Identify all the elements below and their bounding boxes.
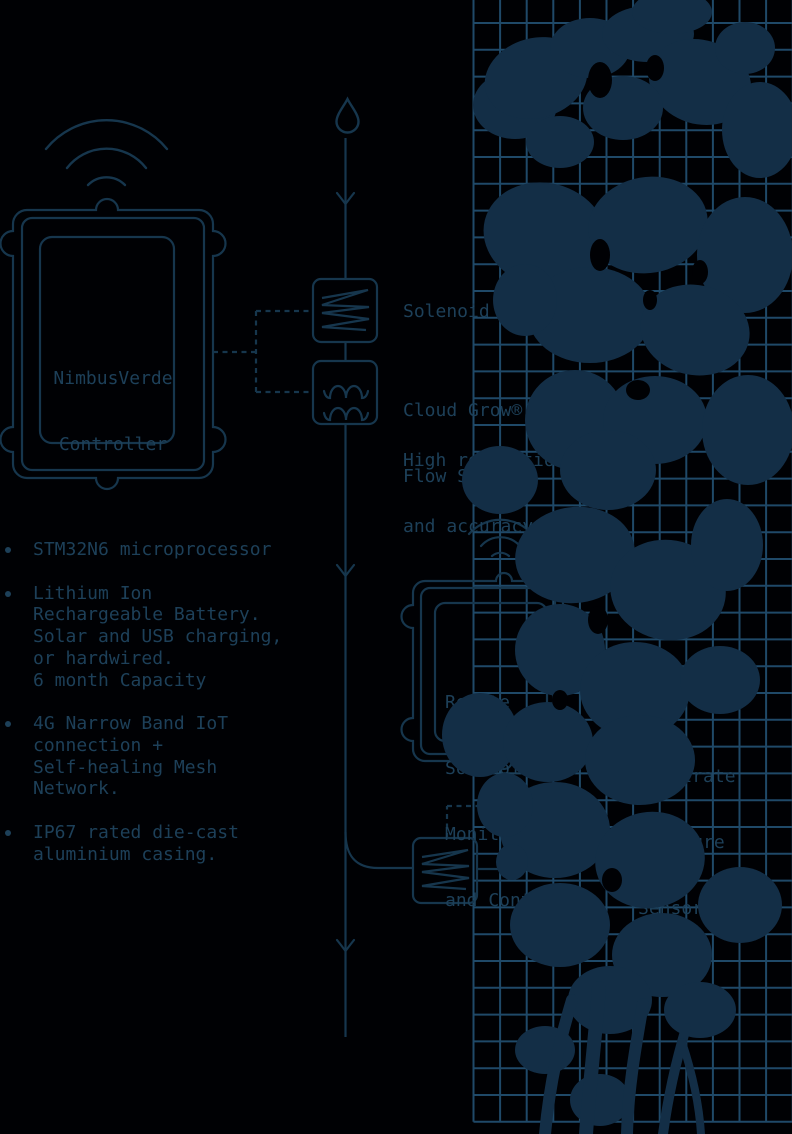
solenoid-box xyxy=(311,277,379,344)
remote-device-label-line2: Solenoid xyxy=(445,758,532,779)
controller-screen xyxy=(38,235,176,445)
feature-line: Self-healing Mesh xyxy=(33,756,218,778)
bullet-icon xyxy=(5,830,11,837)
remote-device-label-line1: Remote xyxy=(445,692,511,713)
substrate-sensor-label-line1: Substrate xyxy=(638,766,736,787)
feature-line: aluminium casing. xyxy=(33,843,218,865)
controller-label-line2: Controller xyxy=(58,433,168,455)
solenoid-label: Solenoid xyxy=(403,301,490,322)
wifi-signal-icon xyxy=(44,119,169,187)
feature-line: Lithium Ion xyxy=(33,582,153,604)
feature-line: or hardwired. xyxy=(33,647,174,669)
controller-label: NimbusVerde Controller xyxy=(13,325,213,499)
substrate-sensor-label: Substrate Moisture Sensor xyxy=(638,722,736,964)
flow-arrow-icon xyxy=(335,191,356,953)
controller-label-line1: NimbusVerde xyxy=(53,368,173,390)
branch-to-remote-solenoid xyxy=(344,831,413,870)
feature-line: IP67 rated die-cast xyxy=(33,822,239,844)
remote-device-label-line3: Monitoring xyxy=(445,824,554,845)
flow-sensor-box xyxy=(311,359,379,426)
controller-connection-dashed-line xyxy=(213,309,313,394)
feature-line: 4G Narrow Band IoT xyxy=(33,713,229,735)
list-item: IP67 rated die-cast aluminium casing. xyxy=(5,822,333,865)
feature-line: Rechargeable Battery. xyxy=(33,604,261,626)
remote-device-label-line4: and Control xyxy=(445,890,565,911)
list-item: STM32N6 microprocessor xyxy=(5,539,333,561)
feature-line: Solar and USB charging, xyxy=(33,626,283,648)
controller-device xyxy=(0,197,227,491)
bullet-icon xyxy=(5,721,11,728)
water-waves-icon xyxy=(322,384,370,422)
remote-device-label: Remote Solenoid Monitoring and Control xyxy=(445,648,564,956)
list-item: 4G Narrow Band IoT connection + Self-hea… xyxy=(5,713,333,800)
water-drop-icon xyxy=(335,96,360,134)
solenoid-coil-icon xyxy=(321,288,370,332)
solenoid-coil-icon xyxy=(421,848,470,891)
water-flow-line xyxy=(344,138,413,1037)
flow-sensor-description-line2: and accuracy xyxy=(403,516,534,537)
list-item: Lithium Ion Rechargeable Battery. Solar … xyxy=(5,582,333,692)
flow-sensor-name-line1: Cloud Grow® xyxy=(403,400,523,421)
feature-line: 6 month Capacity xyxy=(33,669,207,691)
feature-line: STM32N6 microprocessor xyxy=(33,539,272,560)
bullet-icon xyxy=(5,590,11,597)
feature-line: Network. xyxy=(33,778,120,800)
feature-line: connection + xyxy=(33,734,164,756)
flow-sensor-description: High resolution and accuracy xyxy=(403,406,566,582)
flow-sensor-description-line1: High resolution xyxy=(403,450,566,471)
bullet-icon xyxy=(5,547,11,553)
substrate-sensor-label-line3: Sensor xyxy=(638,898,704,919)
feature-list: STM32N6 microprocessor Lithium Ion Recha… xyxy=(5,539,333,887)
substrate-sensor-label-line2: Moisture xyxy=(638,832,725,853)
